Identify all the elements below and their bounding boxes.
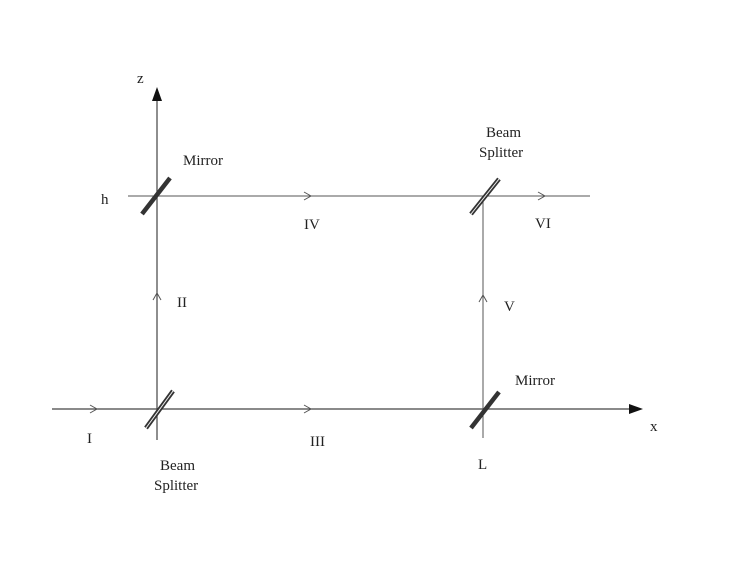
beam-splitter-top-right-label-line1: Beam (486, 125, 521, 141)
h-label: h (101, 192, 109, 208)
mirror-top-left-label: Mirror (183, 153, 223, 169)
beam-splitter-bottom-label-line2: Splitter (154, 478, 198, 494)
beam-splitter-top-right (469, 177, 501, 216)
beam-IV-arrow (303, 191, 313, 201)
beam-splitter-top-right-label-line2: Splitter (479, 145, 523, 161)
beam-V-label: V (504, 299, 515, 315)
mirror-bottom-right (469, 390, 501, 430)
beam-splitter-bottom-left (144, 389, 175, 430)
beam-III-label: III (310, 434, 325, 450)
beam-I-arrow (89, 404, 99, 414)
z-axis-arrowhead (152, 87, 162, 101)
beam-IV-label: IV (304, 217, 320, 233)
x-axis (52, 404, 643, 414)
x-axis-label: x (650, 419, 658, 435)
z-axis (152, 87, 162, 440)
z-axis-label: z (137, 71, 144, 87)
beam-VI-arrow (537, 191, 547, 201)
beam-splitter-bottom-label-line1: Beam (160, 458, 195, 474)
beam-V-arrow (478, 293, 488, 303)
beam-II-label: II (177, 295, 187, 311)
mirror-top-left (140, 176, 172, 216)
L-label: L (478, 457, 487, 473)
beam-III-arrow (303, 404, 313, 414)
mirror-bottom-right-label: Mirror (515, 373, 555, 389)
beam-I-label: I (87, 431, 92, 447)
x-axis-arrowhead (629, 404, 643, 414)
beam-II-arrow (152, 291, 162, 301)
beam-VI-label: VI (535, 216, 551, 232)
